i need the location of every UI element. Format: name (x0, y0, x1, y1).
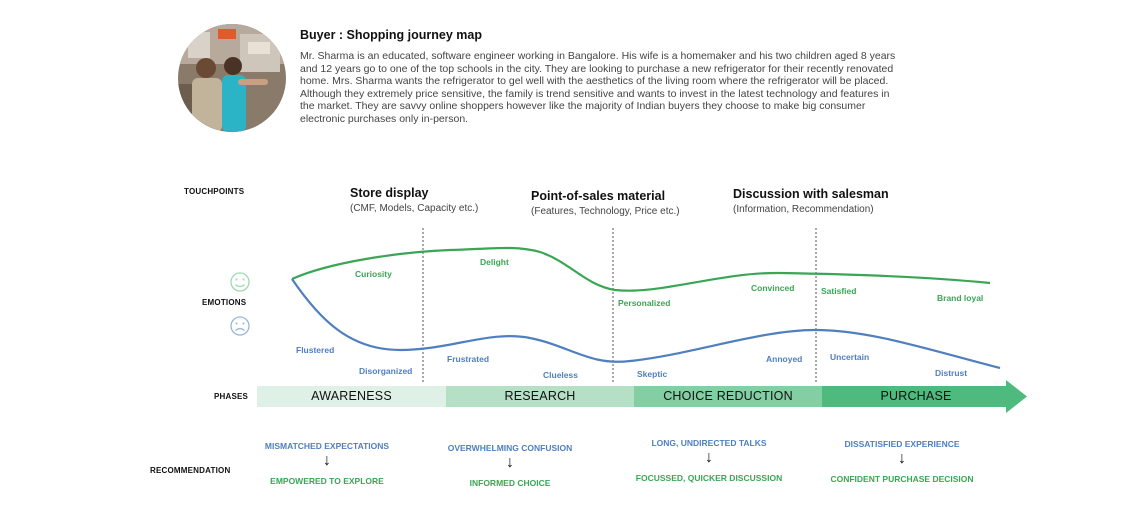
emotion-label-positive: Curiosity (355, 269, 392, 279)
buyer-photo (178, 24, 286, 132)
emotion-label-negative: Frustrated (447, 354, 490, 364)
touchpoint-subtitle: (Features, Technology, Price etc.) (531, 206, 680, 217)
touchpoint-subtitle: (CMF, Models, Capacity etc.) (350, 203, 479, 214)
emotion-label-positive: Brand loyal (937, 293, 984, 303)
phase-label-awareness: AWARENESS (311, 389, 392, 403)
down-arrow-icon: ↓ (323, 452, 331, 469)
emotion-label-positive: Personalized (618, 298, 671, 308)
phase-bar-choice-reduction (634, 386, 822, 407)
phase-bar-research (446, 386, 634, 407)
recommendation-problem: DISSATISFIED EXPERIENCE (844, 439, 960, 449)
phase-label-purchase: PURCHASE (880, 389, 952, 403)
touchpoint-title: Discussion with salesman (733, 187, 889, 201)
emotion-label-positive: Delight (480, 257, 509, 267)
sad-face-icon (230, 316, 250, 336)
emotion-label-negative: Disorganized (359, 366, 413, 376)
touchpoint-subtitle: (Information, Recommendation) (733, 204, 874, 215)
down-arrow-icon: ↓ (506, 454, 514, 471)
touchpoints-label: TOUCHPOINTS (184, 187, 245, 196)
recommendation-label: RECOMMENDATION (150, 466, 231, 475)
page-title: Buyer : Shopping journey map (300, 28, 482, 42)
emotion-label-negative: Skeptic (637, 369, 668, 379)
recommendation-solution: EMPOWERED TO EXPLORE (270, 476, 384, 486)
recommendation-solution: INFORMED CHOICE (469, 478, 551, 488)
emotions-label: EMOTIONS (202, 298, 247, 307)
phase-label-research: RESEARCH (504, 389, 576, 403)
touchpoint-title: Store display (350, 186, 429, 200)
touchpoint-title: Point-of-sales material (531, 189, 666, 203)
phases-label: PHASES (214, 392, 249, 401)
smiley-face-icon (230, 272, 250, 292)
emotion-label-positive: Convinced (751, 283, 795, 293)
recommendation-problem: MISMATCHED EXPECTATIONS (264, 441, 390, 451)
emotion-label-negative: Uncertain (830, 352, 870, 362)
recommendation-solution: CONFIDENT PURCHASE DECISION (830, 474, 974, 484)
recommendation-problem: OVERWHELMING CONFUSION (447, 443, 573, 453)
emotion-label-negative: Distrust (935, 368, 968, 378)
recommendation-problem: LONG, UNDIRECTED TALKS (651, 438, 767, 448)
persona-description: Mr. Sharma is an educated, software engi… (300, 50, 896, 125)
emotion-label-negative: Annoyed (766, 354, 803, 364)
phase-bar-awareness (257, 386, 446, 407)
phase-label-choice-reduction: CHOICE REDUCTION (663, 389, 793, 403)
down-arrow-icon: ↓ (705, 449, 713, 466)
emotion-label-positive: Satisfied (821, 286, 857, 296)
positive-emotion-curve (291, 246, 991, 292)
negative-emotion-curve (291, 278, 1001, 370)
emotion-label-negative: Flustered (296, 345, 335, 355)
emotion-label-negative: Clueless (543, 370, 578, 380)
recommendation-solution: FOCUSSED, QUICKER DISCUSSION (635, 473, 783, 483)
phase-bar-purchase (822, 380, 1027, 413)
down-arrow-icon: ↓ (898, 450, 906, 467)
